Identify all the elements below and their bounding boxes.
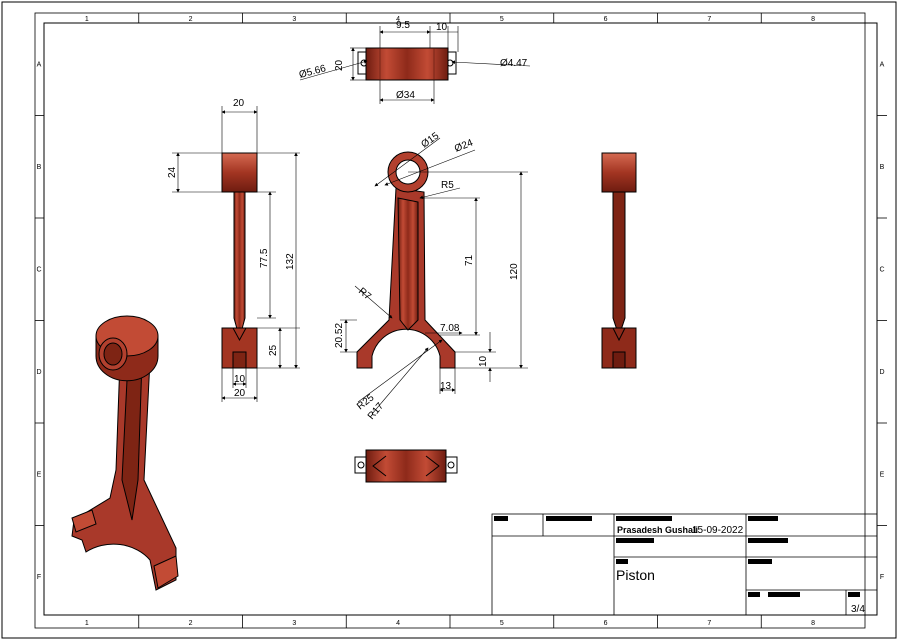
zone-col-label: 7 <box>707 16 711 23</box>
zone-col-label: 3 <box>292 16 296 23</box>
zone-col-label: 4 <box>396 16 400 23</box>
dim-side-total: 132 <box>285 253 296 270</box>
title-block-redactions <box>494 516 860 597</box>
dim-top-height: 20 <box>334 59 345 71</box>
zone-row-label: E <box>880 471 885 478</box>
side-view-dimensions <box>172 106 300 402</box>
zone-col-label: 4 <box>396 620 400 627</box>
dim-side-foot-inner: 10 <box>234 374 246 385</box>
dim-top-lug: 10 <box>436 22 448 33</box>
sheet-number: 3/4 <box>851 604 865 615</box>
dim-front-offset: 7.08 <box>440 323 460 334</box>
dim-side-foot-outer: 20 <box>234 388 246 399</box>
zone-row-label: C <box>36 266 41 273</box>
dim-front-thickness: 10 <box>478 355 489 367</box>
side-view <box>221 152 258 369</box>
dim-side-shaft: 77.5 <box>259 248 270 268</box>
zone-row-label: D <box>36 369 41 376</box>
zone-row-label: B <box>37 164 42 171</box>
dim-front-small-outer: Ø24 <box>453 137 475 154</box>
zone-row-label: A <box>37 61 42 68</box>
zone-row-label: A <box>880 61 885 68</box>
zone-col-label: 6 <box>604 620 608 627</box>
title-block-text: Prasadesh Gushali 15-09-2022 Piston 3/4 <box>616 525 865 615</box>
dim-front-shaft: 71 <box>464 254 475 266</box>
dim-top-hole-left: Ø5.66 <box>298 63 328 81</box>
dim-side-top-width: 20 <box>233 98 245 109</box>
zone-col-label: 2 <box>189 16 193 23</box>
zone-col-label: 7 <box>707 620 711 627</box>
dim-front-fillet-top: R5 <box>441 180 454 191</box>
side-view-labels: 20 24 77.5 132 25 10 20 <box>167 98 296 399</box>
dim-top-length: Ø34 <box>396 90 415 101</box>
right-view <box>601 152 637 369</box>
zone-col-label: 3 <box>292 620 296 627</box>
dim-front-small-bore: Ø15 <box>419 130 441 150</box>
author-name: Prasadesh Gushali <box>617 525 698 535</box>
top-view <box>357 47 457 81</box>
zone-row-label: F <box>37 574 41 581</box>
bottom-view <box>354 449 458 483</box>
zone-col-label: 2 <box>189 620 193 627</box>
dim-front-foot-width: 13 <box>440 381 452 392</box>
dim-side-foot: 25 <box>268 344 279 356</box>
zone-col-label: 1 <box>85 620 89 627</box>
dim-top-hole-right: Ø4.47 <box>500 58 528 69</box>
zone-col-label: 8 <box>811 620 815 627</box>
zone-row-label: C <box>879 266 884 273</box>
dim-front-fillet-bottom: R7 <box>356 286 373 303</box>
dim-side-top-height: 24 <box>167 166 178 178</box>
zone-col-label: 8 <box>811 16 815 23</box>
zone-col-label: 1 <box>85 16 89 23</box>
zone-col-label: 6 <box>604 16 608 23</box>
zone-row-label: F <box>880 574 884 581</box>
dim-front-total: 120 <box>509 263 520 280</box>
dim-front-cap-height: 20.52 <box>334 323 345 348</box>
drawing-date: 15-09-2022 <box>692 525 744 536</box>
dim-top-width: 9.5 <box>396 20 410 31</box>
isometric-view <box>71 315 179 591</box>
zone-row-label: E <box>37 471 42 478</box>
zone-row-label: D <box>879 369 884 376</box>
drawing-title: Piston <box>616 567 655 583</box>
title-block <box>491 513 878 616</box>
zone-col-label: 5 <box>500 16 504 23</box>
top-view-dimensions <box>299 26 531 104</box>
zone-row-label: B <box>880 164 885 171</box>
front-view-dimensions <box>340 137 528 415</box>
zone-col-label: 5 <box>500 620 504 627</box>
